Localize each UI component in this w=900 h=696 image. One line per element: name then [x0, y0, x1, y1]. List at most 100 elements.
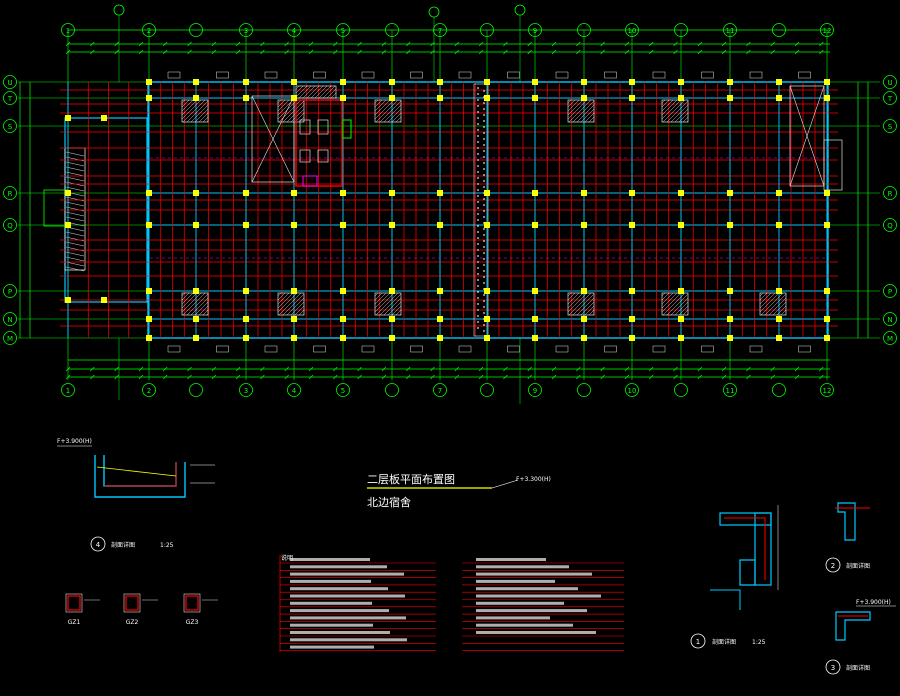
dimension-tick [673, 49, 678, 55]
hatch-stroke [661, 99, 666, 104]
column [193, 222, 199, 228]
hatch-stroke [282, 293, 305, 316]
column [243, 335, 249, 341]
column [101, 297, 107, 303]
shaft-dot [483, 180, 485, 182]
notes-text-placeholder [476, 609, 587, 613]
shaft-dot [483, 138, 485, 140]
beam-tag [264, 71, 278, 79]
shaft-dot [477, 219, 479, 221]
hatch-stroke [678, 305, 689, 316]
column [629, 79, 635, 85]
shaft-dot [483, 330, 485, 332]
section-3-label: GZ3 [186, 619, 199, 626]
beam-tag [652, 345, 666, 353]
dimension-tick [527, 374, 532, 380]
detail-3-label: 剖面详图 [846, 664, 870, 672]
shaft-dot [483, 246, 485, 248]
column [146, 288, 152, 294]
column [243, 316, 249, 322]
hatch-stroke [661, 99, 678, 116]
hatch-stroke [186, 293, 209, 316]
hatch-stroke [302, 120, 305, 123]
axis-bottom-1-label: 2 [147, 387, 151, 395]
hatch-stroke [330, 92, 337, 99]
axis-top-0-circle [61, 23, 75, 37]
column [389, 190, 395, 196]
dimension-tick [333, 49, 338, 55]
axis-top-12-circle [674, 23, 688, 37]
hatch-stroke [194, 108, 209, 123]
dimension-tick [381, 374, 387, 380]
hatch-stroke [391, 305, 402, 316]
notes-text-placeholder [290, 587, 388, 591]
hatch-stroke [661, 99, 682, 120]
beam-tag [458, 71, 472, 79]
axis-left-P-circle [3, 284, 17, 298]
section-1-label: GZ1 [68, 619, 81, 626]
column [776, 95, 782, 101]
dimension-tick [600, 366, 605, 372]
column [193, 288, 199, 294]
hatch-stroke [780, 309, 787, 316]
beam-tag [652, 71, 666, 79]
shaft-dot [483, 234, 485, 236]
column [678, 288, 684, 294]
shaft-dot [477, 207, 479, 209]
hatch-stroke [65, 216, 85, 222]
beam-tag [410, 345, 423, 353]
column [532, 316, 538, 322]
shaft-dot [477, 123, 479, 125]
axis-top-13-label: 11 [726, 27, 735, 35]
hatch-stroke [584, 112, 595, 123]
dimension-tick [721, 41, 727, 47]
axis-right-S-label: S [888, 123, 893, 131]
column [340, 79, 346, 85]
axis-bottom-0-circle [61, 383, 75, 397]
column [340, 335, 346, 341]
column [193, 190, 199, 196]
detail-3-elevation: F+3.900(H) [856, 599, 891, 606]
beam-tag [313, 71, 326, 79]
dimension-tick [721, 49, 727, 55]
shaft-dot [483, 282, 485, 284]
detail-4: F+3.900(H) 4 剖面详图 1:25 [57, 438, 215, 552]
dimension-tick [260, 374, 265, 380]
column [824, 190, 830, 196]
hatch-stroke [666, 100, 689, 123]
column [678, 95, 684, 101]
hatch-stroke [374, 99, 387, 112]
shaft-dot [477, 105, 479, 107]
hatch-stroke [399, 313, 402, 316]
shaft-dot [477, 183, 479, 185]
hatch-stroke [65, 231, 85, 237]
axis-bottom-13-circle [723, 383, 737, 397]
dimension-tick [697, 49, 703, 55]
hatch-stroke [186, 100, 209, 123]
hatch-stroke [65, 151, 85, 157]
detail-4-label: 剖面详图 [111, 541, 135, 549]
column [340, 316, 346, 322]
axis-top-8-circle [480, 23, 494, 37]
column [824, 222, 830, 228]
column [629, 316, 635, 322]
drawing-subtitle: 北边宿舍 [367, 495, 411, 509]
shaft-dot [477, 129, 479, 131]
column [389, 288, 395, 294]
column [437, 95, 443, 101]
dimension-tick [284, 366, 289, 372]
shaft-dot [477, 189, 479, 191]
dimension-tick [794, 374, 800, 380]
shaft-dot [483, 198, 485, 200]
notes-text-placeholder [290, 623, 373, 627]
column [389, 95, 395, 101]
notes-text-placeholder [290, 638, 407, 642]
column [291, 222, 297, 228]
dimension-tick [357, 366, 362, 372]
hatch-stroke [322, 85, 336, 99]
dimension-tick [284, 374, 289, 380]
dimension-tick [405, 374, 411, 380]
dimension-tick [430, 374, 435, 380]
shaft-dot [483, 258, 485, 260]
shaft-dot [477, 135, 479, 137]
